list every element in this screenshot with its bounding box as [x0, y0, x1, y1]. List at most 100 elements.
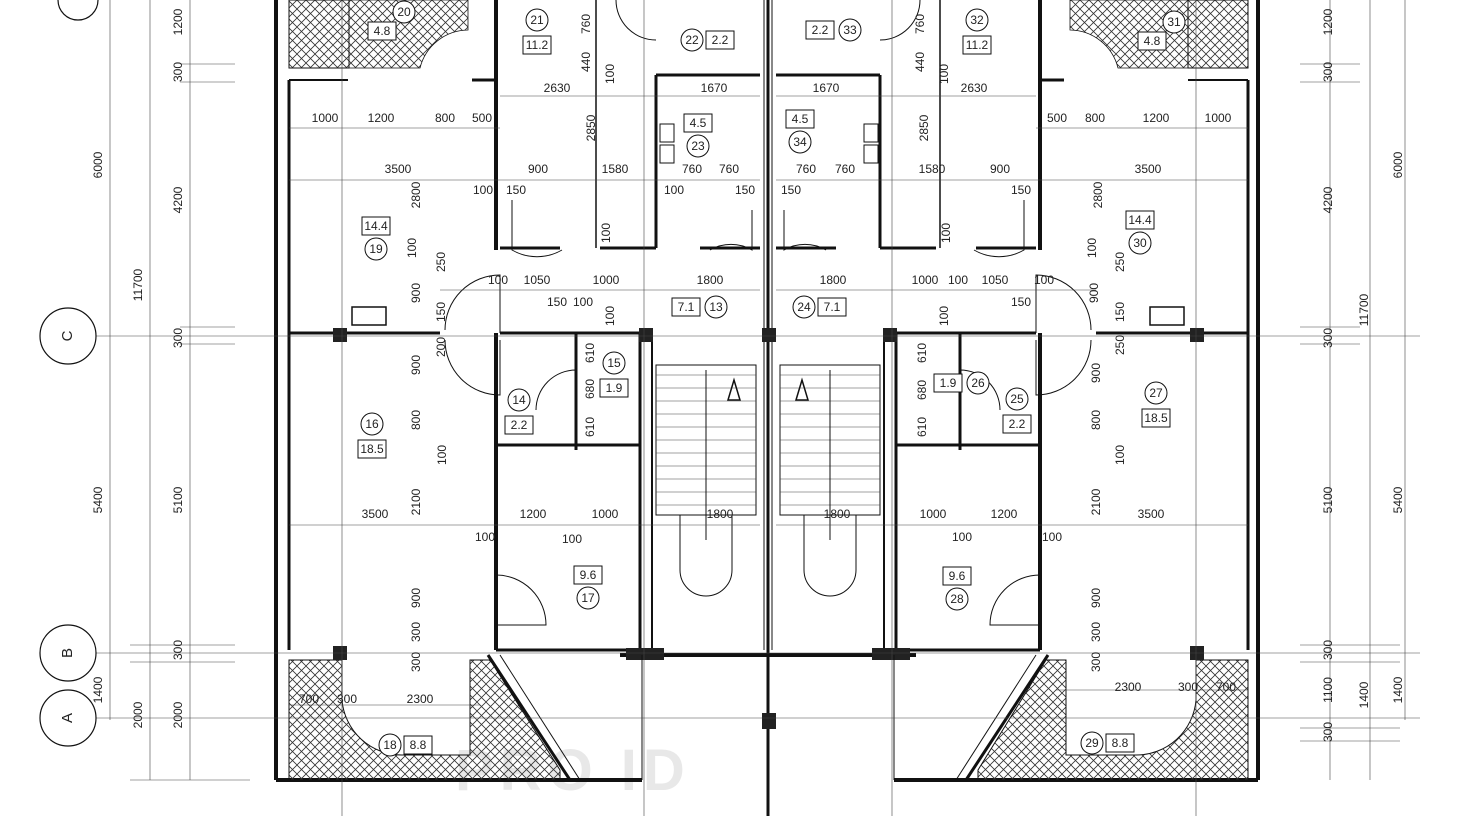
dim-label: 150: [547, 295, 567, 309]
dim-label: 1050: [982, 273, 1009, 287]
room-number: 13: [709, 300, 723, 314]
dim-left-mid-0: 11700: [131, 268, 145, 301]
dim-right-inner-7: 300: [1321, 722, 1335, 742]
axis-label-c: C: [59, 330, 76, 341]
dim-label: 100: [1034, 273, 1054, 287]
dim-label: 440: [579, 52, 593, 72]
room-number: 21: [530, 13, 544, 27]
dim-label: 100: [475, 530, 495, 544]
dim-label: 1050: [524, 273, 551, 287]
room-number: 27: [1149, 386, 1163, 400]
dim-label: 2100: [409, 488, 423, 515]
room-area: 18.5: [1144, 411, 1168, 425]
room-tag-13: 137.1: [671, 295, 728, 319]
dim-label: 3500: [1138, 507, 1165, 521]
dim-label: 100: [664, 183, 684, 197]
dim-label: 610: [583, 417, 597, 437]
dim-label: 300: [337, 692, 357, 706]
room-number: 17: [581, 591, 595, 605]
axis-label-a: A: [59, 713, 76, 723]
room-area: 4.5: [792, 112, 809, 126]
dim-label: 150: [1011, 295, 1031, 309]
right-dimensions: 1200 300 4200 300 5100 300 1100 300 1170…: [1321, 8, 1405, 742]
dim-label: 680: [915, 380, 929, 400]
dim-label: 100: [1085, 238, 1099, 258]
room-area: 14.4: [364, 219, 388, 233]
dim-left-inner-3: 300: [171, 328, 185, 348]
dim-label: 2300: [1115, 680, 1142, 694]
dim-label: 3500: [362, 507, 389, 521]
dim-label: 1000: [312, 111, 339, 125]
dim-label: 300: [1089, 622, 1103, 642]
dim-left-inner-4: 5100: [171, 486, 185, 513]
room-area: 1.9: [940, 376, 957, 390]
dim-right-inner-0: 1200: [1321, 8, 1335, 35]
dim-label: 2630: [544, 81, 571, 95]
structural-columns: [333, 123, 1204, 729]
dim-label: 700: [299, 692, 319, 706]
room-tag-17: 179.6: [573, 565, 603, 610]
dim-left-inner-0: 1200: [171, 8, 185, 35]
dim-label: 150: [506, 183, 526, 197]
dim-left-inner-2: 4200: [171, 186, 185, 213]
dim-left-outer-2: 1400: [91, 676, 105, 703]
room-area: 11.2: [526, 38, 549, 52]
dim-label: 610: [915, 417, 929, 437]
room-tag-34: 344.5: [785, 109, 815, 154]
dim-label: 150: [1113, 302, 1127, 322]
room-number: 34: [793, 135, 807, 149]
dim-label: 1000: [593, 273, 620, 287]
dim-label: 150: [434, 302, 448, 322]
room-area: 7.1: [824, 300, 841, 314]
dim-label: 150: [735, 183, 755, 197]
room-area: 9.6: [580, 568, 597, 582]
room-area: 2.2: [1009, 417, 1026, 431]
room-number: 15: [607, 356, 621, 370]
dim-label: 800: [1089, 410, 1103, 430]
dim-label: 100: [488, 273, 508, 287]
left-dimensions: 6000 5400 1400 11700 2000 1200 300 4200 …: [91, 8, 185, 728]
room-tag-25: 252.2: [1002, 387, 1032, 434]
dim-label: 300: [409, 652, 423, 672]
dim-left-outer-1: 5400: [91, 486, 105, 513]
dim-label: 1800: [824, 507, 851, 521]
room-tag-14: 142.2: [504, 388, 534, 435]
dim-label: 1800: [697, 273, 724, 287]
dim-label: 1000: [912, 273, 939, 287]
dim-label: 250: [1113, 335, 1127, 355]
dim-label: 900: [409, 283, 423, 303]
room-number: 23: [691, 139, 705, 153]
room-area: 2.2: [511, 418, 528, 432]
dim-label: 900: [1089, 588, 1103, 608]
room-number: 19: [369, 242, 383, 256]
dim-label: 900: [528, 162, 548, 176]
room-area: 1.9: [606, 381, 623, 395]
room-number: 26: [971, 376, 985, 390]
dim-label: 1580: [602, 162, 629, 176]
room-number: 30: [1133, 236, 1147, 250]
dim-label: 1670: [701, 81, 728, 95]
dim-label: 2800: [409, 181, 423, 208]
dim-label: 100: [435, 445, 449, 465]
interior-walls: [289, 0, 1248, 816]
dim-label: 1200: [368, 111, 395, 125]
dim-label: 1000: [1205, 111, 1232, 125]
dim-right-inner-4: 5100: [1321, 486, 1335, 513]
room-tag-21: 21 11.2: [522, 8, 552, 55]
dim-label: 1800: [707, 507, 734, 521]
axis-markers: C B A: [39, 0, 99, 747]
dim-label: 1200: [991, 507, 1018, 521]
dim-left-mid-1: 2000: [131, 701, 145, 728]
dim-right-outer-0: 6000: [1391, 151, 1405, 178]
dim-label: 1580: [919, 162, 946, 176]
dim-label: 2850: [917, 114, 931, 141]
dim-label: 100: [1113, 445, 1127, 465]
dim-right-mid-0: 11700: [1357, 293, 1371, 326]
dim-label: 2300: [407, 692, 434, 706]
dim-label: 900: [1087, 283, 1101, 303]
dim-label: 300: [1089, 652, 1103, 672]
